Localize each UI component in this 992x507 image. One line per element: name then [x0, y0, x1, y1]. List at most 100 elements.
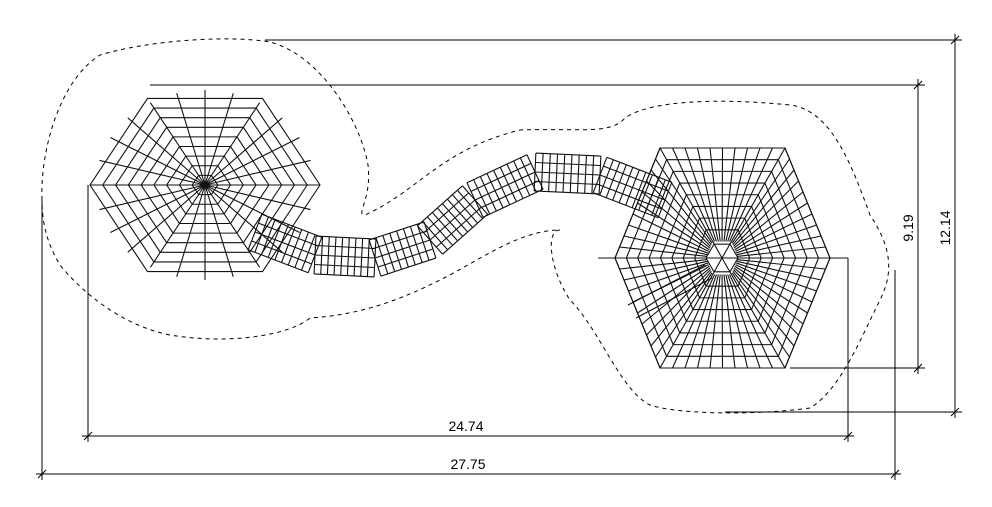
- bridge-rung: [466, 182, 484, 218]
- tower-net-line: [736, 235, 822, 256]
- tower-net-line: [735, 262, 817, 292]
- bridge-rung: [513, 160, 531, 196]
- bridge-rung: [493, 170, 511, 206]
- bridge-rail: [258, 222, 319, 247]
- bridge-rung: [274, 224, 289, 261]
- tower-net-line: [646, 269, 712, 336]
- bridge-rung: [416, 224, 430, 261]
- bridge-rail: [423, 192, 470, 234]
- bridge-rung: [389, 233, 403, 270]
- bridge-rail: [315, 235, 376, 240]
- web-spoke: [176, 184, 206, 277]
- net-bridge: [247, 152, 673, 278]
- bridge-rung: [340, 237, 344, 276]
- tower-net-line: [655, 272, 713, 358]
- web-spoke: [110, 184, 206, 233]
- web-spoke: [149, 184, 206, 268]
- bridge-rung: [402, 228, 416, 265]
- tower-net-line: [736, 260, 822, 281]
- bridge-rail: [474, 171, 536, 201]
- bridge-rung: [540, 153, 544, 192]
- tower-net-line: [737, 259, 826, 270]
- bridge-rung: [368, 239, 382, 277]
- tower-net-line: [727, 274, 761, 369]
- bridge-rung: [625, 169, 640, 206]
- tower-net-line: [723, 274, 736, 369]
- bridge-rung: [441, 203, 469, 233]
- tower-net-line: [641, 191, 711, 249]
- bridge-rung: [638, 174, 653, 211]
- tower-beam: [659, 257, 723, 369]
- web-spoke: [204, 184, 300, 233]
- bridge-rung: [267, 221, 283, 258]
- tower-net-line: [684, 147, 717, 242]
- bridge-rung: [254, 216, 269, 253]
- tower-net-line: [632, 213, 709, 252]
- bridge-rung: [382, 235, 396, 272]
- bridge-rung: [555, 153, 559, 193]
- tower-net-line: [623, 235, 708, 256]
- bridge-rung: [456, 189, 484, 220]
- bridge-rung: [519, 157, 537, 193]
- bridge-rung: [346, 237, 350, 276]
- bridge-rail: [466, 154, 528, 184]
- bridge-rung: [446, 198, 474, 228]
- bridge-rung: [548, 153, 551, 192]
- slide: [598, 257, 848, 319]
- bridge-rung: [416, 225, 444, 255]
- web-spoke: [110, 137, 206, 186]
- tower-net-line: [655, 158, 713, 244]
- bridge-rail: [535, 161, 601, 167]
- bridge-rung: [451, 194, 479, 224]
- bridge-rail: [315, 244, 376, 250]
- tower-net-line: [637, 265, 710, 314]
- bridge-rail: [314, 273, 375, 278]
- web-spoke: [204, 93, 234, 186]
- safety-zone-outline: [41, 38, 890, 414]
- bridge-rail: [442, 213, 488, 255]
- bridge-rung: [294, 231, 309, 268]
- tower-net-line: [623, 260, 708, 281]
- bridge-rail: [254, 231, 316, 256]
- bridge-rung: [612, 164, 627, 201]
- bridge-rail: [261, 213, 322, 238]
- tower-net-line: [735, 264, 813, 303]
- dimension-lines: [36, 34, 962, 480]
- bridge-rung: [320, 236, 324, 275]
- bridge-rung: [599, 159, 614, 196]
- tower-net-line: [729, 147, 773, 242]
- bridge-rail: [417, 185, 463, 227]
- tower-net-line: [733, 267, 804, 325]
- tower-net-line: [696, 147, 719, 242]
- tower-net-line: [733, 269, 799, 336]
- bridge-rung: [366, 238, 370, 277]
- bridge-rung: [486, 173, 504, 209]
- bridge-rung: [301, 234, 316, 271]
- bridge-rail: [248, 249, 309, 274]
- bridge-rung: [281, 226, 296, 263]
- bridge-rung: [333, 236, 337, 276]
- bridge-rail: [429, 199, 476, 241]
- bridge-rung: [396, 230, 409, 268]
- tower-net-line: [628, 224, 709, 254]
- bridge-rail: [251, 240, 312, 265]
- web-spoke: [149, 102, 206, 186]
- tower-net-line: [725, 274, 749, 369]
- bridge-rung: [426, 216, 454, 246]
- tower-net-line: [709, 274, 721, 369]
- web-spoke: [204, 184, 234, 277]
- tower-net-line: [619, 259, 707, 270]
- bridge-rail: [478, 180, 540, 210]
- bridge-rung: [375, 237, 389, 274]
- bridge-rung: [326, 236, 330, 275]
- bridge-rung: [261, 219, 276, 256]
- tower-net-line: [734, 202, 808, 251]
- tower-net-line: [731, 158, 790, 244]
- bridge-rail: [535, 152, 601, 157]
- tower-net-line: [725, 147, 749, 242]
- web-spoke: [127, 184, 206, 253]
- tower-net-line: [671, 147, 716, 242]
- bridge-rung: [631, 172, 647, 208]
- bridge-rung: [506, 163, 524, 199]
